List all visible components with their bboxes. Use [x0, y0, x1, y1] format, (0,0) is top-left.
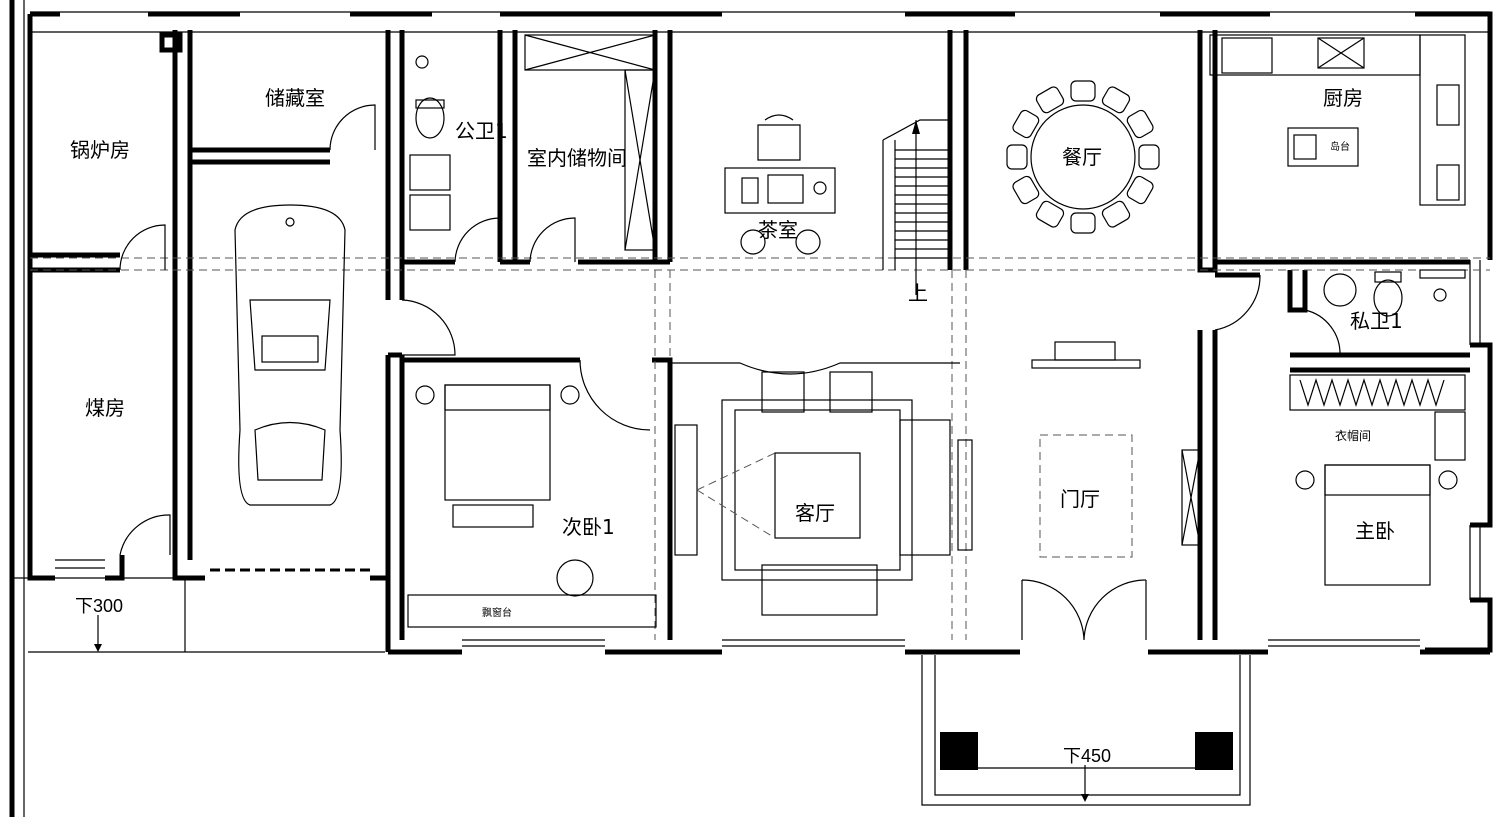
- dining-chair: [1070, 80, 1096, 102]
- axis-lines: [30, 257, 1490, 640]
- kitchen-fixtures: [1209, 34, 1466, 206]
- front-porch: [921, 655, 1251, 806]
- label-dining-room: 餐厅: [1062, 145, 1102, 169]
- site-boundary: [9, 0, 385, 817]
- room-labels: 锅炉房 煤房 储藏室 公卫1 室内储物间 茶室 餐厅 厨房 岛台 私卫1 衣帽间…: [70, 86, 1403, 766]
- exterior-walls: [27, 11, 1493, 655]
- label-indoor-storage: 室内储物间: [527, 146, 627, 170]
- foyer-furniture: [1031, 341, 1201, 558]
- dining-table: [1006, 80, 1160, 234]
- label-storage-room: 储藏室: [265, 86, 325, 110]
- level-arrow-left: [94, 615, 102, 652]
- label-private-wc: 私卫1: [1350, 309, 1403, 333]
- label-foyer: 门厅: [1060, 487, 1100, 511]
- car: [234, 204, 346, 506]
- dining-chair: [1006, 144, 1028, 170]
- label-master-bedroom: 主卧: [1355, 519, 1395, 543]
- dining-chair: [1101, 200, 1131, 228]
- interior-walls: [30, 30, 1470, 652]
- public-wc-fixtures: [409, 55, 451, 231]
- second-bed: [407, 384, 657, 628]
- master-bed: [1295, 464, 1458, 586]
- label-bay-window: 飘窗台: [482, 606, 512, 619]
- label-level-left: 下300: [75, 596, 123, 616]
- label-closet: 衣帽间: [1335, 428, 1371, 443]
- storage-shelves: [524, 34, 656, 251]
- dining-chair: [1012, 175, 1040, 205]
- dining-chair: [1101, 86, 1131, 114]
- label-coal-room: 煤房: [85, 396, 125, 420]
- label-island: 岛台: [1330, 140, 1350, 153]
- staircase: [882, 119, 950, 295]
- dining-chair: [1070, 212, 1096, 234]
- dining-chair: [1138, 144, 1160, 170]
- dining-chair: [1126, 109, 1154, 139]
- label-boiler-room: 锅炉房: [70, 138, 130, 162]
- private-wc-fixtures: [1323, 269, 1466, 317]
- dining-chair: [1035, 200, 1065, 228]
- label-stair-up: 上: [908, 281, 928, 305]
- living-room-furniture: [672, 362, 973, 616]
- label-kitchen: 厨房: [1323, 86, 1363, 110]
- label-level-front: 下450: [1063, 746, 1111, 766]
- label-public-wc: 公卫1: [455, 119, 508, 143]
- porch-column-right: [1195, 732, 1233, 770]
- label-tea-room: 茶室: [758, 218, 798, 242]
- wardrobe: [1289, 374, 1466, 461]
- tea-table: [724, 114, 836, 255]
- doors: [119, 104, 1341, 641]
- dining-chair: [1126, 175, 1154, 205]
- label-living-room: 客厅: [795, 501, 835, 525]
- porch-column-left: [940, 732, 978, 770]
- label-second-bedroom: 次卧1: [562, 515, 615, 539]
- dining-chair: [1012, 109, 1040, 139]
- dining-chair: [1035, 86, 1065, 114]
